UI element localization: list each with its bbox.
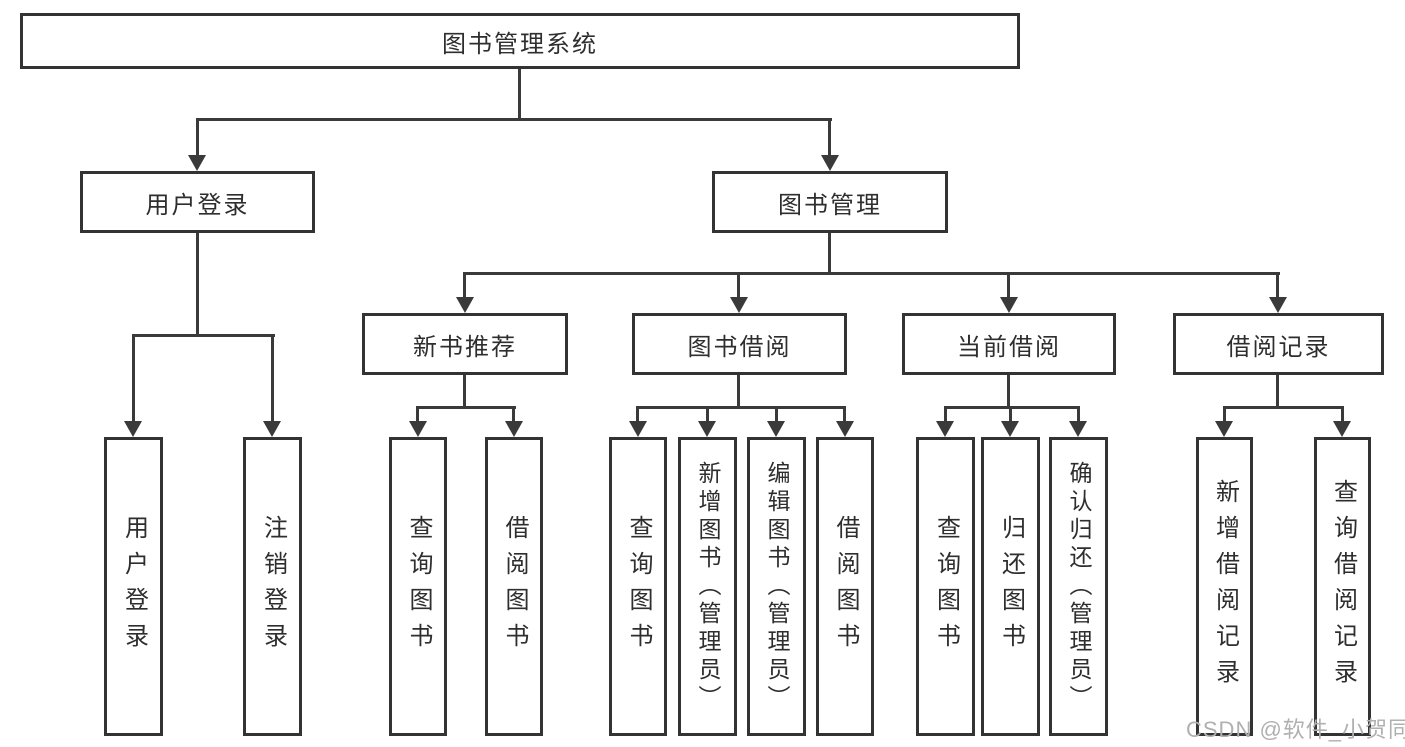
connector-line bbox=[1009, 406, 1012, 422]
arrow-down-icon bbox=[1000, 297, 1018, 313]
leaf-label: 用户登录 bbox=[120, 514, 148, 659]
connector-line bbox=[775, 406, 778, 422]
leaf-label: 编辑图书（管理员） bbox=[764, 460, 790, 713]
arrow-down-icon bbox=[409, 421, 427, 437]
leaf-add-borrow-record: 新增借阅记录 bbox=[1196, 437, 1253, 736]
leaf-query-books-current: 查询图书 bbox=[916, 437, 975, 736]
leaf-label: 注销登录 bbox=[259, 514, 287, 659]
connector-line bbox=[828, 233, 831, 274]
connector-line bbox=[1007, 272, 1010, 298]
leaf-borrow-books-recommend: 借阅图书 bbox=[485, 437, 543, 736]
connector-line bbox=[463, 272, 466, 298]
node-label: 借阅记录 bbox=[1226, 333, 1331, 361]
leaf-query-borrow-record: 查询借阅记录 bbox=[1314, 437, 1371, 736]
node-label: 图书借阅 bbox=[687, 333, 792, 361]
arrow-down-icon bbox=[767, 421, 785, 437]
connector-line bbox=[1223, 406, 1344, 409]
leaf-label: 借阅图书 bbox=[501, 514, 528, 659]
node-label: 图书管理系统 bbox=[442, 30, 598, 58]
watermark: CSDN @软件_小贺同学 bbox=[1186, 717, 1405, 742]
node-book-management-system: 图书管理系统 bbox=[20, 13, 1020, 69]
connector-line bbox=[1077, 406, 1080, 422]
connector-line bbox=[1276, 375, 1279, 408]
arrow-down-icon bbox=[263, 421, 281, 437]
leaf-add-books-admin: 新增图书（管理员） bbox=[678, 437, 737, 736]
connector-line bbox=[463, 375, 466, 408]
connector-line bbox=[637, 406, 846, 409]
connector-line bbox=[196, 118, 199, 158]
connector-line bbox=[132, 334, 135, 422]
arrow-down-icon bbox=[821, 155, 839, 171]
arrow-down-icon bbox=[836, 421, 854, 437]
connector-line bbox=[737, 375, 740, 408]
arrow-down-icon bbox=[1269, 297, 1287, 313]
connector-line bbox=[1276, 272, 1279, 298]
arrow-down-icon bbox=[456, 297, 474, 313]
connector-line bbox=[416, 406, 419, 422]
connector-line bbox=[1341, 406, 1344, 422]
arrow-down-icon bbox=[124, 421, 142, 437]
connector-line bbox=[464, 272, 1280, 275]
leaf-label: 新增图书（管理员） bbox=[695, 460, 721, 713]
leaf-edit-books-admin: 编辑图书（管理员） bbox=[747, 437, 806, 736]
arrow-down-icon bbox=[936, 421, 954, 437]
connector-line bbox=[706, 406, 709, 422]
arrow-down-icon bbox=[1215, 421, 1233, 437]
connector-line bbox=[1007, 375, 1010, 408]
leaf-borrow-books: 借阅图书 bbox=[816, 437, 874, 736]
arrow-down-icon bbox=[730, 297, 748, 313]
node-book-borrowing: 图书借阅 bbox=[632, 313, 847, 375]
connector-line bbox=[518, 68, 521, 120]
connector-line bbox=[944, 406, 1080, 409]
node-label: 新书推荐 bbox=[413, 333, 517, 361]
node-label: 用户登录 bbox=[145, 191, 250, 219]
leaf-label: 查询图书 bbox=[932, 514, 960, 659]
leaf-logout-login: 注销登录 bbox=[243, 437, 302, 736]
node-user-login: 用户登录 bbox=[80, 171, 315, 233]
connector-line bbox=[132, 334, 275, 337]
leaf-query-books-recommend: 查询图书 bbox=[389, 437, 447, 736]
connector-line bbox=[196, 233, 199, 336]
node-new-book-recommend: 新书推荐 bbox=[362, 313, 568, 375]
node-borrowing-records: 借阅记录 bbox=[1173, 313, 1384, 375]
connector-line bbox=[512, 406, 515, 422]
connector-line bbox=[828, 118, 831, 158]
node-book-management: 图书管理 bbox=[712, 171, 948, 233]
arrow-down-icon bbox=[698, 421, 716, 437]
leaf-label: 查询图书 bbox=[625, 514, 652, 659]
leaf-label: 查询借阅记录 bbox=[1329, 478, 1357, 695]
arrow-down-icon bbox=[1069, 421, 1087, 437]
connector-line bbox=[1223, 406, 1226, 422]
leaf-return-books: 归还图书 bbox=[981, 437, 1040, 736]
connector-line bbox=[843, 406, 846, 422]
connector-line bbox=[944, 406, 947, 422]
connector-line bbox=[417, 406, 516, 409]
leaf-label: 借阅图书 bbox=[832, 514, 859, 659]
arrow-down-icon bbox=[629, 421, 647, 437]
arrow-down-icon bbox=[188, 155, 206, 171]
arrow-down-icon bbox=[505, 421, 523, 437]
leaf-label: 归还图书 bbox=[997, 514, 1025, 659]
node-label: 图书管理 bbox=[778, 191, 882, 219]
connector-line bbox=[737, 272, 740, 298]
leaf-label: 确认归还（管理员） bbox=[1066, 460, 1092, 713]
node-label: 当前借阅 bbox=[957, 333, 1061, 361]
node-current-borrowing: 当前借阅 bbox=[902, 313, 1116, 375]
leaf-label: 新增借阅记录 bbox=[1211, 478, 1239, 695]
arrow-down-icon bbox=[1001, 421, 1019, 437]
leaf-label: 查询图书 bbox=[405, 514, 432, 659]
connector-line bbox=[196, 118, 832, 121]
leaf-user-login: 用户登录 bbox=[104, 437, 163, 736]
leaf-query-books-borrowing: 查询图书 bbox=[609, 437, 667, 736]
leaf-confirm-return-admin: 确认归还（管理员） bbox=[1049, 437, 1108, 736]
connector-line bbox=[636, 406, 639, 422]
connector-line bbox=[271, 334, 274, 422]
arrow-down-icon bbox=[1333, 421, 1351, 437]
